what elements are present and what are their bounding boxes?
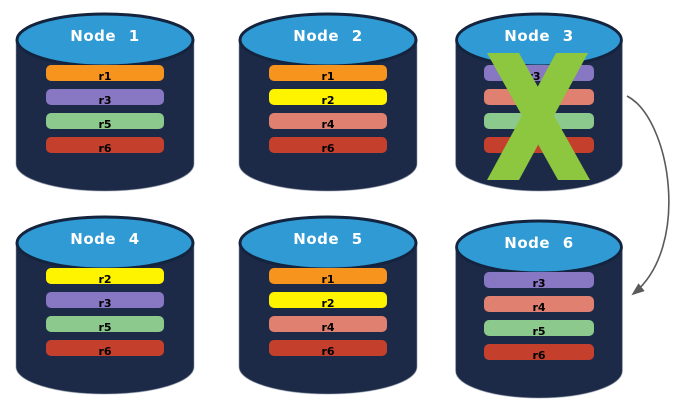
replica-bar: r5 [46, 316, 164, 334]
replica-bar: r6 [46, 340, 164, 358]
replica-bar: r3 [46, 292, 164, 310]
node-4: Node 4 r2 r3 r5 r6 [10, 211, 200, 399]
replica-bar: r6 [269, 137, 387, 155]
replica-bar: r6 [46, 137, 164, 155]
replica-label: r6 [98, 345, 112, 358]
replica-label: r3 [98, 94, 112, 107]
replica-bar: r2 [46, 268, 164, 286]
replica-bar: r2 [269, 89, 387, 107]
replica-label: r1 [321, 70, 335, 83]
replica-list: r1 r2 r4 r6 [269, 268, 387, 364]
replica-list: r3 r4 r5 r6 [483, 272, 595, 368]
replica-label: r2 [321, 297, 335, 310]
replica-bar: r1 [269, 268, 387, 286]
replica-bar [483, 113, 595, 129]
failover-arrow [626, 95, 670, 296]
replica-bar [483, 137, 595, 153]
replica-label: r4 [532, 301, 546, 314]
replica-label: r1 [98, 70, 112, 83]
replica-label: r1 [321, 273, 335, 286]
node-title: Node 4 [70, 230, 140, 248]
replica-bar [483, 89, 595, 105]
node-3: Node 3 r3 [450, 8, 628, 196]
node-5: Node 5 r1 r2 r4 r6 [233, 211, 423, 399]
replica-bar: r3 [46, 89, 164, 107]
replica-bar: r1 [46, 65, 164, 83]
node-title: Node 3 [504, 27, 574, 45]
replica-label: r3 [532, 277, 546, 290]
replica-label: r3 [98, 297, 112, 310]
replica-label: r6 [98, 142, 112, 155]
replica-label: r3 [527, 70, 541, 83]
replica-bar: r3 [483, 272, 595, 290]
replica-label: r2 [98, 273, 112, 286]
replica-bar: r5 [46, 113, 164, 131]
replica-bar: r1 [269, 65, 387, 83]
node-title: Node 2 [293, 27, 363, 45]
replica-label: r5 [98, 118, 112, 131]
replica-bar: r5 [483, 320, 595, 338]
replica-label: r5 [532, 325, 546, 338]
replica-bar: r4 [269, 316, 387, 334]
replica-label: r5 [98, 321, 112, 334]
replica-bar: r4 [483, 296, 595, 314]
node-title: Node 6 [504, 234, 574, 252]
replica-label: r6 [321, 345, 335, 358]
node-2: Node 2 r1 r2 r4 r6 [233, 8, 423, 196]
node-title: Node 5 [293, 230, 363, 248]
replica-label: r4 [321, 321, 335, 334]
node-title: Node 1 [70, 27, 140, 45]
replica-label: r6 [321, 142, 335, 155]
node-6: Node 6 r3 r4 r5 r6 [450, 215, 628, 403]
replica-bar: r6 [483, 344, 595, 362]
replica-label: r2 [321, 94, 335, 107]
replica-bar: r3 [483, 65, 595, 83]
replica-list: r3 [483, 65, 595, 161]
node-1: Node 1 r1 r3 r5 r6 [10, 8, 200, 196]
replica-list: r2 r3 r5 r6 [46, 268, 164, 364]
replica-list: r1 r2 r4 r6 [269, 65, 387, 161]
replica-bar: r4 [269, 113, 387, 131]
replica-label: r4 [321, 118, 335, 131]
replica-label: r6 [532, 349, 546, 362]
replica-bar: r2 [269, 292, 387, 310]
replica-list: r1 r3 r5 r6 [46, 65, 164, 161]
replica-bar: r6 [269, 340, 387, 358]
